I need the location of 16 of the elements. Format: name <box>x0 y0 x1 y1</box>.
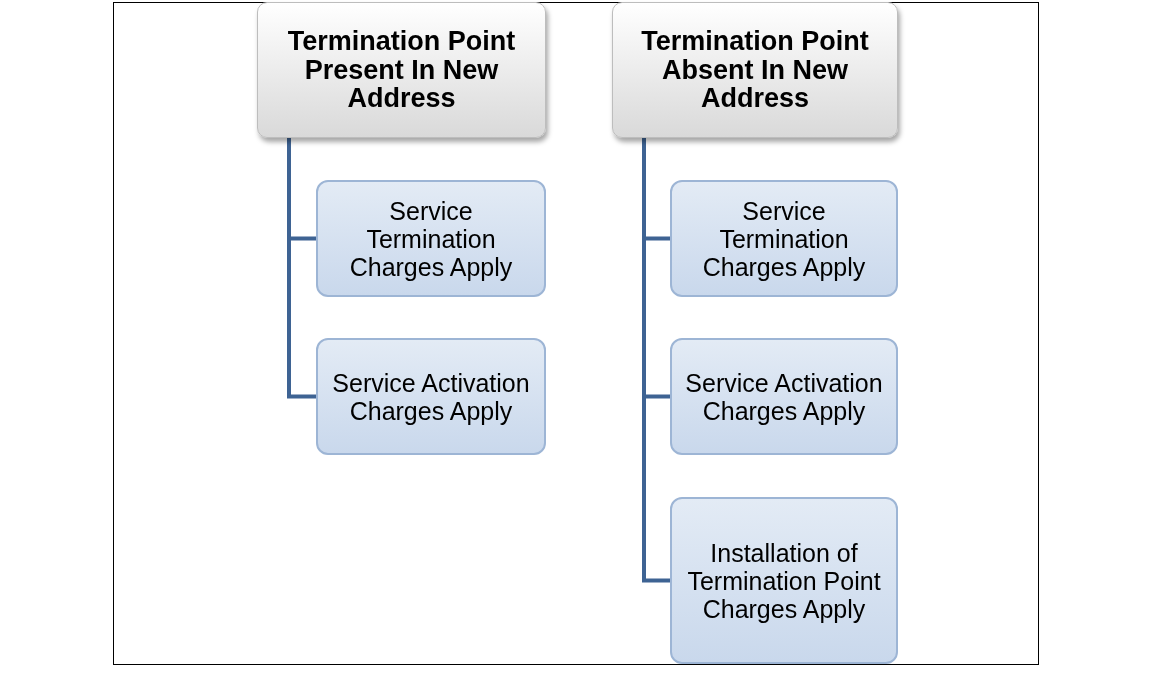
connector-line <box>642 138 670 583</box>
item-box <box>670 497 898 664</box>
item-box <box>670 338 898 455</box>
box-text: Installation of Termination Point Charges Apply <box>686 538 882 623</box>
header-box <box>257 2 546 138</box>
item-box <box>316 180 546 297</box>
connector-line <box>287 138 316 399</box>
box-text: Service Activation Charges Apply <box>331 368 531 425</box>
box-text: Termination Point Absent In New Address <box>640 27 870 113</box>
header-box <box>612 2 898 138</box>
item-box <box>316 338 546 455</box>
box-text: Service Termination Charges Apply <box>701 196 867 281</box>
box-text: Termination Point Present In New Address <box>286 27 517 113</box>
box-text: Service Activation Charges Apply <box>684 368 884 425</box>
item-box <box>670 180 898 297</box>
box-text: Service Termination Charges Apply <box>348 196 514 281</box>
